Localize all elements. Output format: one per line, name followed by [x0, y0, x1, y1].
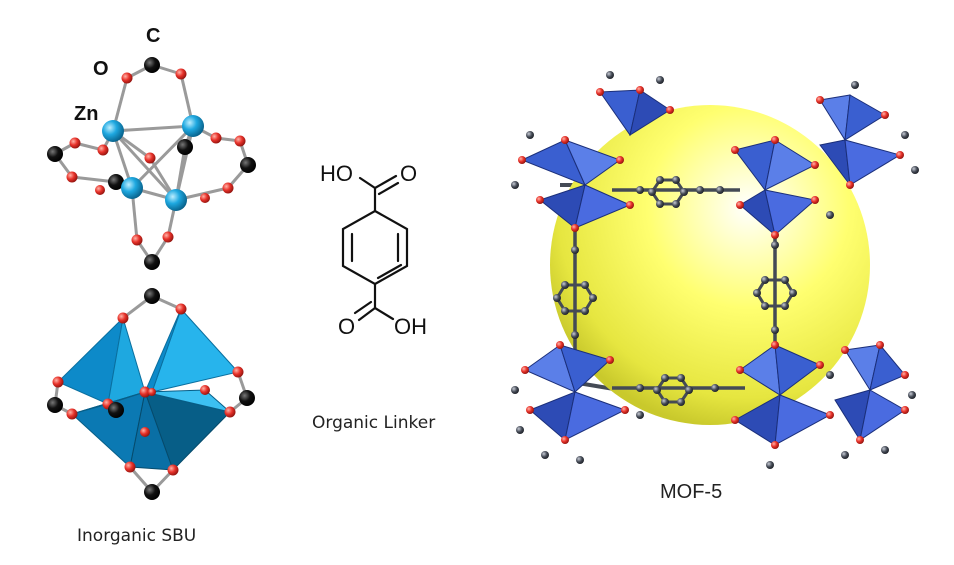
zinc-label: Zn [74, 103, 98, 125]
oxygen-label: O [93, 58, 109, 80]
terephthalic-acid-structure [341, 174, 409, 322]
mof-sbu-bottom-right [734, 343, 906, 446]
mof5-framework [511, 71, 919, 469]
mof-sbu-bottom-left [523, 344, 627, 441]
sbu-caption: Inorganic SBU [77, 526, 196, 546]
sbu-ball-and-stick [47, 57, 256, 270]
mof-sbu-top-left [520, 89, 671, 229]
linker-top-ho: HO [320, 161, 353, 186]
carbon-label: C [146, 25, 160, 47]
linker-bottom-o: O [338, 314, 355, 339]
mof5-caption: MOF-5 [660, 481, 722, 503]
pore-sphere [550, 105, 870, 425]
mof-sbu-top-right [734, 94, 902, 237]
linker-top-o: O [400, 161, 417, 186]
sbu-polyhedral [47, 288, 255, 500]
linker-caption: Organic Linker [312, 413, 435, 433]
linker-bottom-oh: OH [394, 314, 427, 339]
